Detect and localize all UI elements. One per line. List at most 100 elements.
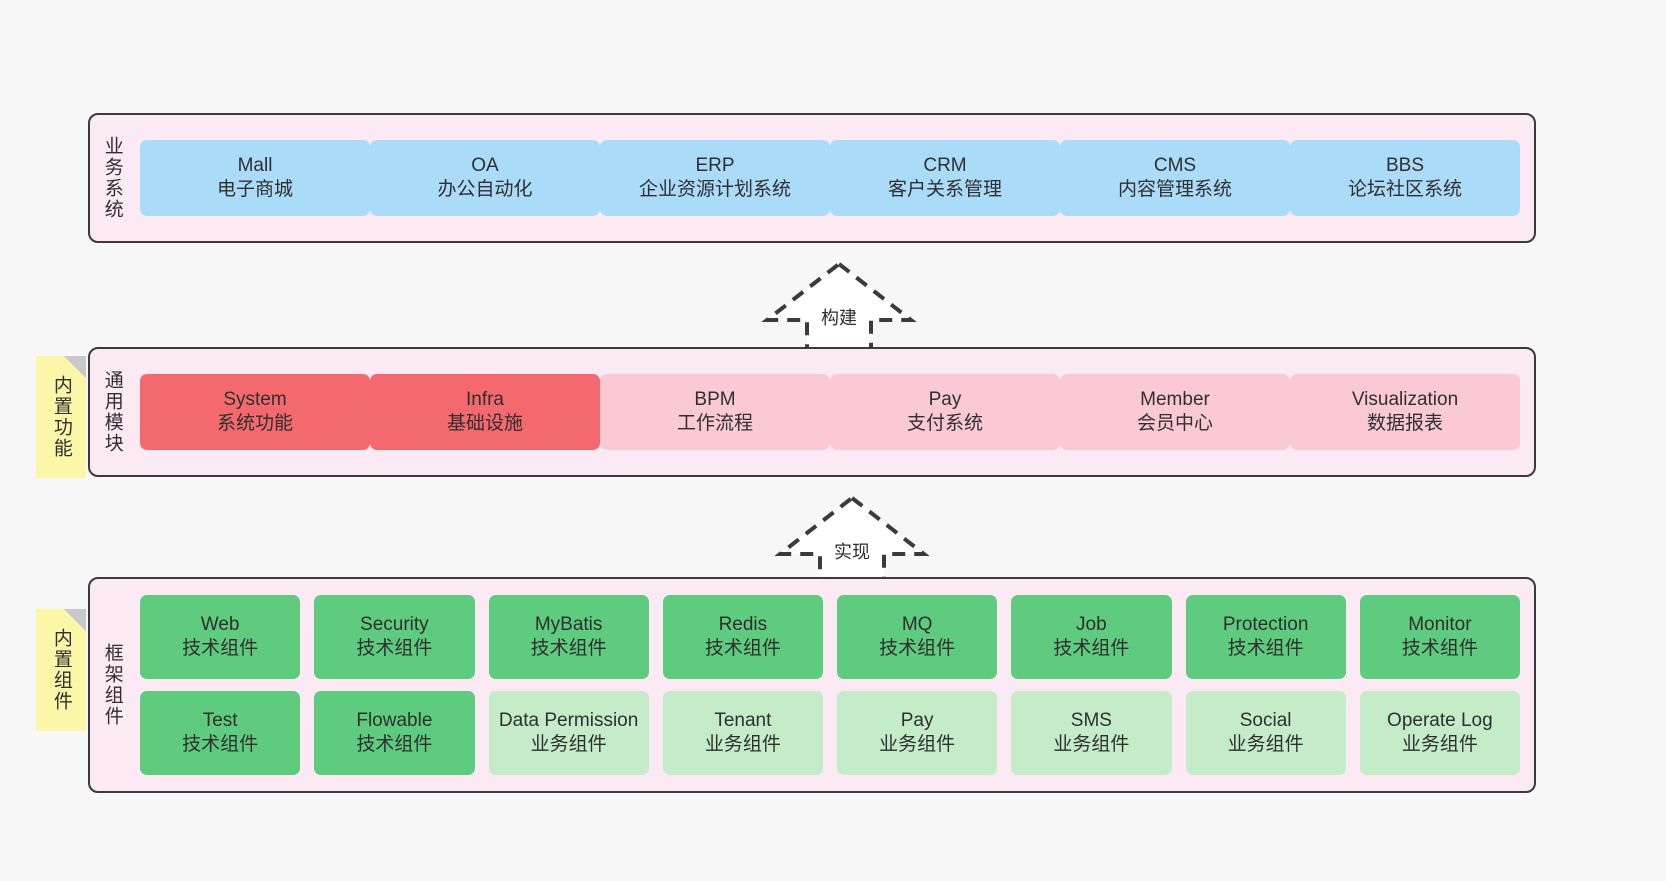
- card-title-cn: 论坛社区系统: [1347, 179, 1462, 200]
- card-title-en: System: [223, 388, 287, 410]
- card-title-en: Protection: [1222, 613, 1309, 635]
- card-title-en: Member: [1140, 388, 1210, 410]
- framework-card-flowable[interactable]: Flowable 技术组件: [314, 691, 475, 775]
- framework-card-test[interactable]: Test 技术组件: [140, 691, 301, 775]
- module-card-pay[interactable]: Pay 支付系统: [830, 374, 1060, 450]
- framework-card-job[interactable]: Job 技术组件: [1011, 595, 1172, 679]
- card-title-en: ERP: [695, 154, 735, 176]
- card-title-en: OA: [471, 154, 499, 176]
- card-title-en: Monitor: [1408, 613, 1472, 635]
- sticky-note-builtin-features-label: 内置功能: [50, 375, 72, 459]
- card-title-en: Job: [1076, 613, 1107, 635]
- framework-card-pay[interactable]: Pay 业务组件: [837, 691, 998, 775]
- card-title-cn: 支付系统: [906, 413, 983, 434]
- card-title-cn: 办公自动化: [437, 179, 533, 200]
- card-title-en: Social: [1239, 709, 1292, 731]
- layer-business-systems: 业务系统 Mall 电子商城 OA 办公自动化 ERP 企业资源计划系统 CRM 客户关系管理…: [88, 113, 1536, 243]
- card-title-cn: 业务组件: [1053, 734, 1130, 755]
- card-title-en: Web: [200, 613, 240, 635]
- card-title-cn: 业务组件: [1401, 734, 1478, 755]
- sticky-note-builtin-components: 内置组件: [36, 609, 86, 731]
- card-title-cn: 基础设施: [446, 413, 523, 434]
- card-title-en: Pay: [900, 709, 934, 731]
- framework-card-mq[interactable]: MQ 技术组件: [837, 595, 998, 679]
- layer-common-modules-label: 通用模块: [101, 370, 123, 454]
- card-title-cn: 业务组件: [704, 734, 781, 755]
- note-fold-corner-icon: [64, 609, 86, 631]
- card-title-en: Visualization: [1351, 388, 1459, 410]
- framework-card-social[interactable]: Social 业务组件: [1185, 691, 1346, 775]
- card-title-cn: 业务组件: [530, 734, 607, 755]
- card-title-cn: 会员中心: [1136, 413, 1213, 434]
- card-title-cn: 技术组件: [356, 638, 433, 659]
- card-title-cn: 数据报表: [1366, 413, 1443, 434]
- connector-arrow-implement: 实现: [772, 492, 932, 587]
- business-card-crm[interactable]: CRM 客户关系管理: [830, 140, 1060, 216]
- card-title-cn: 技术组件: [1227, 638, 1304, 659]
- card-title-cn: 技术组件: [1401, 638, 1478, 659]
- note-fold-corner-icon: [64, 356, 86, 378]
- module-card-member[interactable]: Member 会员中心: [1060, 374, 1290, 450]
- framework-card-protection[interactable]: Protection 技术组件: [1185, 595, 1346, 679]
- card-title-en: Tenant: [714, 709, 772, 731]
- card-title-en: BBS: [1385, 154, 1425, 176]
- sticky-note-builtin-components-label: 内置组件: [50, 628, 72, 712]
- card-title-en: Pay: [928, 388, 962, 410]
- framework-card-sms[interactable]: SMS 业务组件: [1011, 691, 1172, 775]
- module-card-bpm[interactable]: BPM 工作流程: [600, 374, 830, 450]
- card-title-cn: 业务组件: [1227, 734, 1304, 755]
- business-card-mall[interactable]: Mall 电子商城: [140, 140, 370, 216]
- card-title-en: SMS: [1070, 709, 1112, 731]
- business-card-oa[interactable]: OA 办公自动化: [370, 140, 600, 216]
- framework-card-tenant[interactable]: Tenant 业务组件: [662, 691, 823, 775]
- business-card-erp[interactable]: ERP 企业资源计划系统: [600, 140, 830, 216]
- framework-card-mybatis[interactable]: MyBatis 技术组件: [488, 595, 649, 679]
- card-title-cn: 技术组件: [1053, 638, 1130, 659]
- block-arrow-up-icon: [774, 495, 930, 587]
- business-card-bbs[interactable]: BBS 论坛社区系统: [1290, 140, 1520, 216]
- card-title-cn: 技术组件: [182, 638, 259, 659]
- layer-business-systems-label: 业务系统: [101, 136, 123, 220]
- card-title-en: CMS: [1153, 154, 1197, 176]
- card-title-cn: 技术组件: [879, 638, 956, 659]
- card-title-en: MQ: [901, 613, 933, 635]
- card-title-cn: 业务组件: [879, 734, 956, 755]
- card-title-cn: 技术组件: [530, 638, 607, 659]
- card-title-cn: 工作流程: [676, 413, 753, 434]
- framework-card-monitor[interactable]: Monitor 技术组件: [1359, 595, 1520, 679]
- card-title-en: MyBatis: [534, 613, 603, 635]
- card-title-cn: 电子商城: [216, 179, 293, 200]
- card-title-en: Flowable: [356, 709, 433, 731]
- card-title-cn: 企业资源计划系统: [638, 179, 791, 200]
- framework-card-redis[interactable]: Redis 技术组件: [662, 595, 823, 679]
- framework-card-security[interactable]: Security 技术组件: [314, 595, 475, 679]
- card-title-en: Security: [360, 613, 429, 635]
- card-title-cn: 客户关系管理: [887, 179, 1002, 200]
- module-card-infra[interactable]: Infra 基础设施: [370, 374, 600, 450]
- card-title-cn: 技术组件: [182, 734, 259, 755]
- card-title-cn: 技术组件: [356, 734, 433, 755]
- module-card-visualization[interactable]: Visualization 数据报表: [1290, 374, 1520, 450]
- card-title-en: Mall: [237, 154, 273, 176]
- layer-framework-components-label: 框架组件: [101, 643, 123, 727]
- card-title-en: Redis: [718, 613, 768, 635]
- card-title-en: Infra: [465, 388, 505, 410]
- framework-card-operate-log[interactable]: Operate Log 业务组件: [1359, 691, 1520, 775]
- card-title-cn: 技术组件: [704, 638, 781, 659]
- sticky-note-builtin-features: 内置功能: [36, 356, 86, 478]
- card-title-en: Operate Log: [1387, 709, 1493, 731]
- card-title-en: BPM: [694, 388, 736, 410]
- card-title-en: CRM: [923, 154, 967, 176]
- card-title-en: Test: [202, 709, 238, 731]
- framework-card-web[interactable]: Web 技术组件: [140, 595, 301, 679]
